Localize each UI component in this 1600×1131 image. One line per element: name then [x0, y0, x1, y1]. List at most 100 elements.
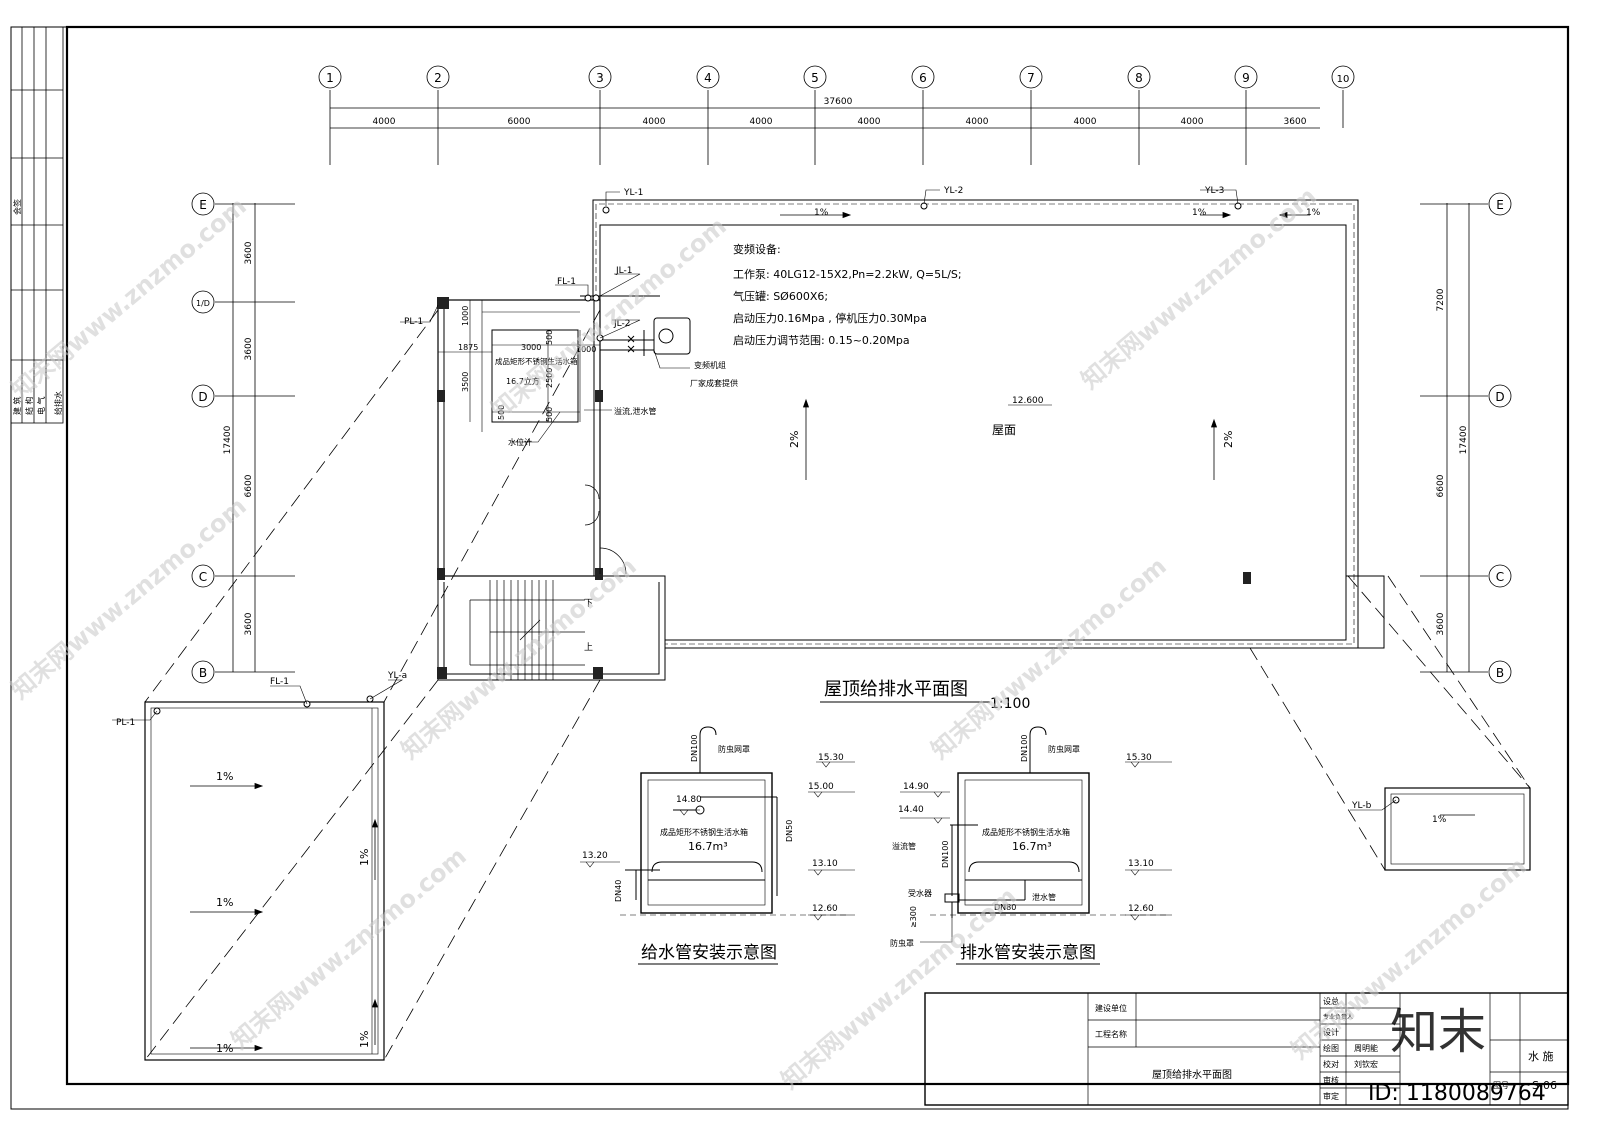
detail-slope-right: 1%	[1432, 815, 1447, 825]
axis-top-7: 7	[1027, 71, 1035, 85]
drain-e1260: 12.60	[1128, 904, 1154, 914]
equip-tank: 气压罐: SØ600X6;	[733, 289, 828, 303]
axis-top-5: 5	[811, 71, 819, 85]
left-span-3: 6600	[244, 474, 254, 497]
drain-e1530: 15.30	[1126, 753, 1152, 763]
supply-dn100: DN100	[690, 735, 699, 762]
tb-project: 工程名称	[1095, 1029, 1127, 1039]
axis-top-1: 1	[326, 71, 334, 85]
drain-overflow: 溢流管	[892, 841, 916, 851]
axis-top-3: 3	[596, 71, 604, 85]
drain-title: 排水管安装示意图	[960, 943, 1096, 963]
detail-slope-2: 1%	[216, 896, 233, 909]
top-span-9: 3600	[1284, 117, 1307, 127]
supply-e1530: 15.30	[818, 753, 844, 763]
axis-right-d: D	[1495, 390, 1504, 404]
supply-volume: 16.7m³	[688, 840, 728, 853]
axis-top-9: 9	[1242, 71, 1250, 85]
dim-3000: 3000	[521, 343, 541, 352]
tank-name-plan: 成品矩形不锈钢生活水箱	[495, 356, 578, 366]
detail-plan-right	[1384, 787, 1531, 871]
top-span-8: 4000	[1181, 117, 1204, 127]
axis-right-c: C	[1496, 570, 1504, 584]
watermark-id: ID: 1180089764	[1368, 1081, 1546, 1106]
sheet-frame	[10, 25, 1570, 1110]
top-span-1: 4000	[373, 117, 396, 127]
axis-left-e: E	[199, 198, 207, 212]
title-block	[924, 992, 1569, 1106]
yl3-label: YL-3	[1204, 186, 1224, 196]
drain-cover: 防虫罩	[890, 938, 914, 948]
axis-top-8: 8	[1135, 71, 1143, 85]
detail-slope-1: 1%	[216, 770, 233, 783]
main-title: 屋顶给排水平面图	[824, 679, 968, 700]
slope-top-2: 1%	[1192, 208, 1207, 218]
cosign-struct: 结 构	[24, 396, 34, 415]
pump-unit-label: 变频机组	[694, 360, 726, 370]
tank-volume-plan: 16.7立方	[506, 376, 540, 386]
slope-right: 2%	[1222, 431, 1235, 448]
stair-treads	[469, 580, 585, 680]
watermark-logo: 知末	[1390, 1004, 1486, 1060]
right-span-2: 6600	[1436, 474, 1446, 497]
detail-slope-v1: 1%	[358, 849, 371, 866]
equip-pump: 工作泵: 40LG12-15X2,Pn=2.2kW, Q=5L/S;	[733, 268, 962, 281]
supply-dn50: DN50	[785, 820, 794, 842]
supply-e1260: 12.60	[812, 904, 838, 914]
top-span-2: 6000	[508, 117, 531, 127]
slope-arrows	[780, 211, 1310, 480]
cosign-plumb: 给排水	[53, 391, 63, 415]
top-span-3: 4000	[643, 117, 666, 127]
axis-left-b: B	[199, 666, 207, 680]
main-scale: 1:100	[990, 696, 1030, 712]
dim-1875: 1875	[458, 343, 478, 352]
drain-e1440: 14.40	[898, 805, 924, 815]
axis-left-d: D	[198, 390, 207, 404]
axis-left-c: C	[199, 570, 207, 584]
right-overall-dim: 17400	[1459, 425, 1469, 454]
tb-specialist: 专业负责人	[1323, 1013, 1353, 1021]
watermark-1: 知末网www.znzmo.com	[6, 192, 252, 405]
gauge-label: 水位计	[508, 437, 532, 447]
dim-1000-v: 1000	[461, 306, 470, 326]
axis-top-2: 2	[434, 71, 442, 85]
dim-500-b: 500	[545, 407, 554, 422]
leader-lines	[400, 189, 1239, 443]
dim-1000-h: 1000	[576, 345, 596, 354]
drain-dn100-side: DN100	[941, 841, 950, 868]
supply-detail-drawing	[625, 726, 778, 914]
cosign-strip	[10, 26, 64, 424]
tb-review: 审核	[1323, 1075, 1339, 1085]
left-span-4: 3600	[244, 612, 254, 635]
top-span-7: 4000	[1074, 117, 1097, 127]
supply-e1500: 15.00	[808, 782, 834, 792]
watermark-4: 知末网www.znzmo.com	[6, 492, 252, 705]
axis-right-b: B	[1496, 666, 1504, 680]
detail-fl1: FL-1	[270, 677, 289, 687]
watermark-2: 知末网www.znzmo.com	[486, 212, 732, 425]
top-span-5: 4000	[858, 117, 881, 127]
cosign-label: 会签	[12, 199, 22, 215]
tb-number-label: 图号	[1493, 1081, 1509, 1090]
supplier-label: 厂家成套提供	[690, 378, 738, 388]
detail-yla: YL-a	[387, 671, 407, 681]
supply-screen: 防虫网罩	[718, 744, 750, 754]
detail-slope-v2: 1%	[358, 1031, 371, 1048]
slope-left: 2%	[788, 431, 801, 448]
axis-left-1d: 1/D	[196, 299, 210, 308]
fl1-label: FL-1	[557, 277, 576, 287]
tb-owner: 建设单位	[1095, 1003, 1127, 1013]
top-axis-grid	[318, 65, 1355, 165]
pl1-label: PL-1	[404, 317, 423, 327]
watermark-7: 知末网www.znzmo.com	[226, 842, 472, 1055]
drain-e1490: 14.90	[903, 782, 929, 792]
cosign-arch: 建 筑	[12, 396, 22, 415]
left-overall-dim: 17400	[223, 425, 233, 454]
tb-draw-person: 周明能	[1354, 1043, 1378, 1053]
pump-unit	[580, 295, 691, 356]
supply-e1320: 13.20	[582, 851, 608, 861]
axis-top-4: 4	[704, 71, 712, 85]
drain-screen: 防虫网罩	[1048, 744, 1080, 754]
jl2-label: JL-2	[613, 319, 630, 329]
